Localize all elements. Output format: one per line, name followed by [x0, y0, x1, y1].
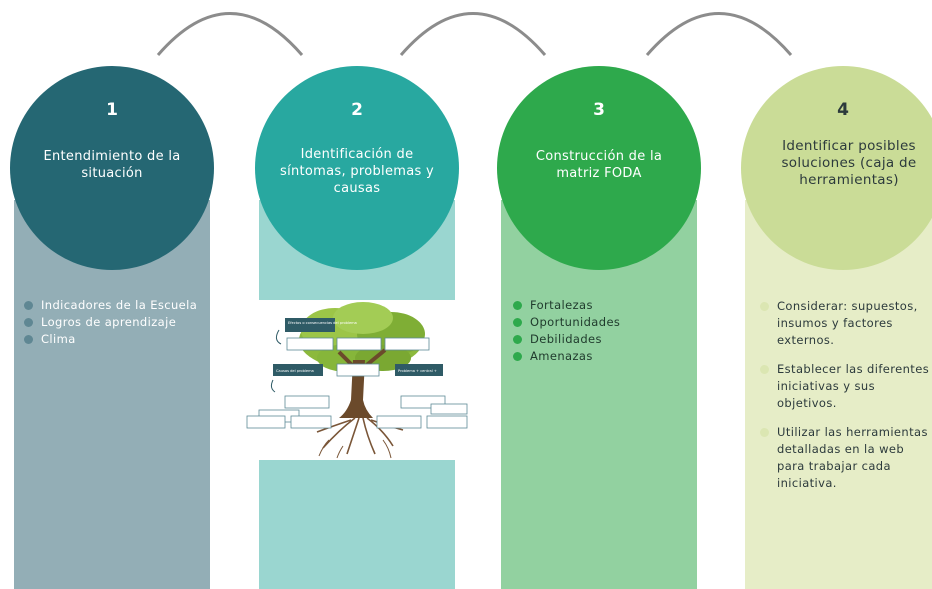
connector-arc: [399, 12, 547, 56]
problem-tree-illustration: Efectos o consecuencias del problema Cau…: [243, 300, 475, 460]
step-1-list: Indicadores de la Escuela Logros de apre…: [24, 297, 197, 348]
step-4-circle: 4 Identificar posibles soluciones (caja …: [741, 66, 932, 270]
step-3-list: Fortalezas Oportunidades Debilidades Ame…: [513, 297, 620, 365]
list-item-label: Fortalezas: [530, 298, 593, 312]
step-number: 3: [593, 100, 605, 120]
list-item: Debilidades: [513, 331, 620, 348]
list-item-label: Clima: [41, 332, 76, 346]
bullet-dot-icon: [760, 301, 769, 311]
list-item: Fortalezas: [513, 297, 620, 314]
step-title: Entendimiento de la situación: [43, 149, 181, 181]
list-item-label: Debilidades: [530, 332, 602, 346]
step-title: Identificación de síntomas, problemas y …: [280, 147, 434, 196]
tree-label: Problema + central +: [398, 369, 437, 373]
list-item-label: Logros de aprendizaje: [41, 315, 177, 329]
bullet-dot-icon: [513, 351, 522, 361]
step-title: Identificar posibles soluciones (caja de…: [781, 138, 917, 188]
step-4-list: Considerar: supuestos, insumos y factore…: [760, 298, 930, 504]
list-item-label: Amenazas: [530, 349, 593, 363]
bullet-dot-icon: [513, 334, 522, 344]
list-item: Amenazas: [513, 348, 620, 365]
bullet-dot-icon: [24, 334, 33, 344]
step-3-circle: 3 Construcción de la matriz FODA: [497, 66, 701, 270]
list-item: Utilizar las herramientas detalladas en …: [760, 424, 930, 492]
tree-label: Causas del problema: [276, 369, 314, 373]
list-item: Establecer las diferentes iniciativas y …: [760, 361, 930, 412]
list-item: Indicadores de la Escuela: [24, 297, 197, 314]
problem-tree-icon: Efectos o consecuencias del problema Cau…: [246, 302, 468, 459]
step-number: 4: [837, 100, 849, 120]
list-item: Clima: [24, 331, 197, 348]
list-item: Considerar: supuestos, insumos y factore…: [760, 298, 930, 349]
bullet-dot-icon: [760, 364, 769, 374]
list-item-label: Considerar: supuestos, insumos y factore…: [777, 299, 918, 347]
list-item: Logros de aprendizaje: [24, 314, 197, 331]
step-2-circle: 2 Identificación de síntomas, problemas …: [255, 66, 459, 270]
step-number: 2: [351, 100, 363, 120]
bullet-dot-icon: [513, 317, 522, 327]
connector-arc: [645, 12, 793, 56]
tree-label: Efectos o consecuencias del problema: [288, 321, 357, 325]
bullet-dot-icon: [513, 300, 522, 310]
list-item-label: Oportunidades: [530, 315, 621, 329]
list-item-label: Establecer las diferentes iniciativas y …: [777, 362, 930, 410]
bullet-dot-icon: [24, 317, 33, 327]
connector-arcs: [156, 12, 793, 56]
step-1-circle: 1 Entendimiento de la situación: [10, 66, 214, 270]
step-number: 1: [106, 100, 118, 120]
bullet-dot-icon: [760, 427, 769, 437]
list-item-label: Utilizar las herramientas detalladas en …: [777, 425, 928, 490]
bullet-dot-icon: [24, 300, 33, 310]
list-item: Oportunidades: [513, 314, 620, 331]
step-title: Construcción de la matriz FODA: [535, 149, 663, 181]
connector-arc: [156, 12, 304, 56]
list-item-label: Indicadores de la Escuela: [41, 298, 198, 312]
